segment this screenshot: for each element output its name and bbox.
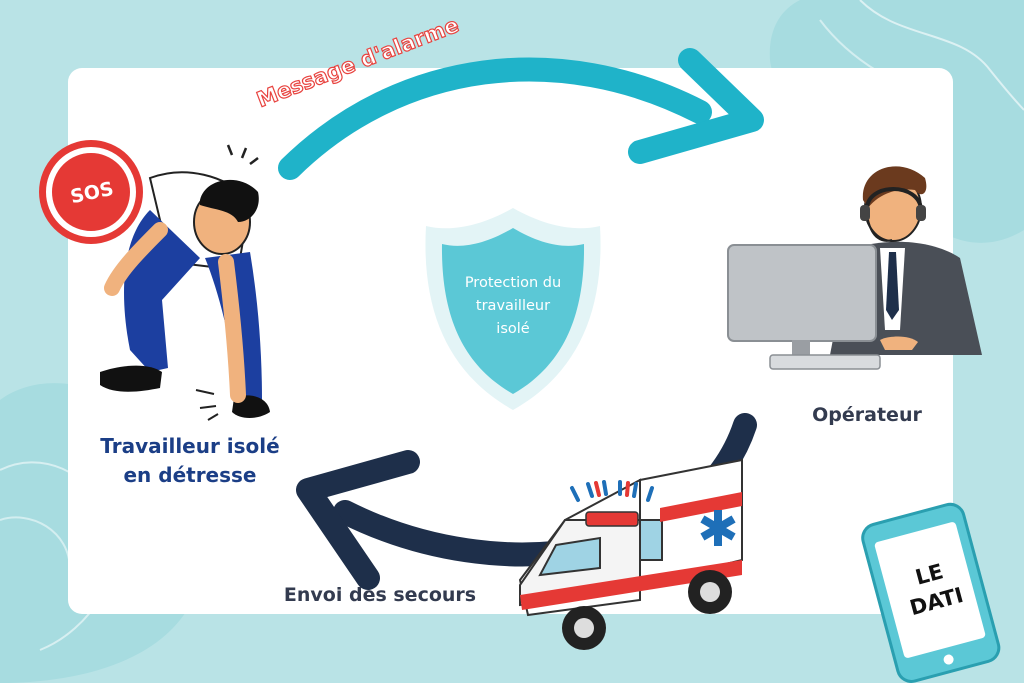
worker-label: Travailleur isolé en détresse [60,432,320,490]
top-arrow-head [628,48,764,164]
shield-line-3: isolé [496,321,530,338]
shield-icon [425,208,601,410]
rescue-label: Envoi des secours [283,584,477,606]
phone-icon [861,502,1001,683]
bottom-arrow-head [296,450,420,590]
shield-line-1: Protection du [464,275,562,291]
operator-label: Opérateur [812,404,922,426]
computer-icon [727,244,881,370]
shield-line-2: travailleur [475,298,551,315]
sos-badge-icon [39,140,143,244]
worker-label-line-1: Travailleur isolé [100,434,280,458]
top-arrow-shaft [278,57,712,180]
worker-label-line-2: en détresse [123,463,257,487]
shield-text: Protection du travailleur isolé [440,272,586,342]
distressed-worker-icon [100,144,270,421]
ambulance-icon [518,458,743,650]
